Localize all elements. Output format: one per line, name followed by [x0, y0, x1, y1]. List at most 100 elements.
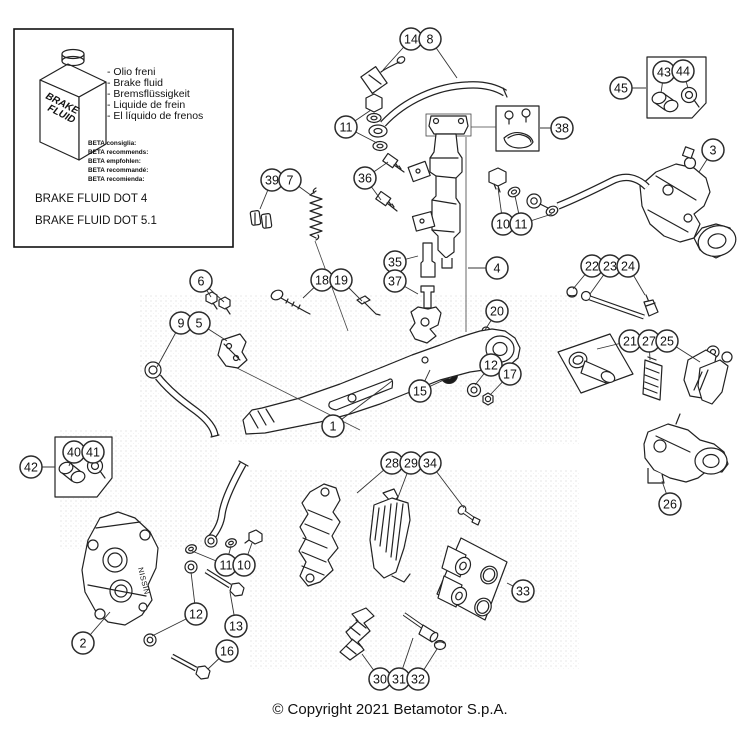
fluid-name: - Brake fluid — [107, 77, 163, 89]
callout-number: 44 — [676, 64, 690, 78]
callout-number: 4 — [494, 261, 501, 275]
callout-number: 25 — [660, 334, 674, 348]
callout-25: 25 — [655, 329, 679, 353]
pin-cap-32 — [433, 639, 447, 651]
callout-number: 9 — [178, 316, 185, 330]
callout-3: 3 — [701, 138, 725, 162]
callout-17: 17 — [498, 362, 522, 386]
pad-pin-31 — [402, 612, 439, 643]
bleed-valve-24 — [643, 294, 659, 317]
front-piston-kit-33 — [436, 537, 508, 621]
caliper-bolt-13 — [204, 568, 245, 597]
fluid-name-list: - Olio freni - Brake fluid - Bremsflüssi… — [107, 66, 203, 122]
callout-number: 35 — [388, 255, 402, 269]
mounting-screws-36 — [375, 152, 405, 212]
callout-number: 12 — [484, 358, 498, 372]
callout-10: 10 — [491, 212, 515, 236]
caliper-bracket-26 — [643, 413, 729, 484]
rear-brake-hose — [380, 81, 508, 127]
callout-number: 6 — [198, 274, 205, 288]
callout-18: 18 — [310, 268, 334, 292]
callout-37: 37 — [383, 269, 407, 293]
callout-number: 23 — [603, 259, 617, 273]
callout-number: 1 — [330, 419, 337, 433]
callout-21: 21 — [618, 329, 642, 353]
callout-19: 19 — [329, 268, 353, 292]
callout-number: 31 — [392, 672, 406, 686]
callout-43: 43 — [652, 60, 676, 84]
pad-spring-30 — [339, 607, 375, 661]
callout-4: 4 — [485, 256, 509, 280]
callout-2: 2 — [71, 631, 95, 655]
brake-pad-29 — [369, 488, 411, 583]
callout-13: 13 — [224, 614, 248, 638]
reservoir-cap-kit-box — [495, 105, 540, 152]
front-washers-12 — [143, 560, 198, 647]
callout-24: 24 — [616, 254, 640, 278]
callout-number: 38 — [555, 121, 569, 135]
rear-piston-kit-21 — [557, 333, 634, 394]
callout-16: 16 — [215, 639, 239, 663]
callout-number: 5 — [196, 316, 203, 330]
bracket-bolts-6 — [205, 291, 231, 315]
callout-11: 11 — [214, 553, 238, 577]
callout-number: 32 — [411, 672, 425, 686]
callout-7: 7 — [278, 168, 302, 192]
callout-number: 19 — [334, 273, 348, 287]
pushrod-assembly — [409, 242, 442, 344]
callout-11: 11 — [334, 115, 358, 139]
callout-15: 15 — [408, 379, 432, 403]
beta-line: BETA empfohlen: — [88, 158, 141, 165]
callout-5: 5 — [187, 311, 211, 335]
callout-number: 2 — [80, 636, 87, 650]
callout-26: 26 — [658, 492, 682, 516]
beta-line: BETA recommends: — [88, 149, 148, 156]
callout-number: 22 — [585, 259, 599, 273]
clevis-pin-19 — [356, 295, 381, 316]
callout-number: 15 — [413, 384, 427, 398]
callout-number: 26 — [663, 497, 677, 511]
callout-number: 42 — [24, 460, 38, 474]
pad-spring-27 — [642, 356, 663, 401]
washer-12-right — [466, 382, 482, 398]
callout-number: 7 — [287, 173, 294, 187]
callout-number: 13 — [229, 619, 243, 633]
fluid-name: - Olio freni — [107, 66, 155, 78]
beta-line: BETA recommandé: — [88, 167, 148, 174]
fluid-name: - Bremsflüssigkeit — [107, 88, 190, 100]
brake-light-switch — [360, 56, 406, 113]
pedal-bolt-18 — [270, 289, 311, 315]
callout-31: 31 — [387, 667, 411, 691]
rear-brake-pads-25 — [683, 345, 733, 405]
slide-pin-23 — [580, 290, 645, 320]
nut-17 — [482, 392, 494, 406]
callout-number: 11 — [515, 217, 528, 231]
front-hose-9 — [144, 361, 220, 438]
callout-number: 8 — [427, 32, 434, 46]
callout-number: 30 — [373, 672, 387, 686]
beta-line: BETA consiglia: — [88, 140, 136, 147]
return-spring — [309, 187, 323, 241]
callout-44: 44 — [671, 59, 695, 83]
callout-36: 36 — [353, 166, 377, 190]
brake-fluid-bottle: BRAKE FLUID — [39, 48, 107, 161]
callout-22: 22 — [580, 254, 604, 278]
callout-9: 9 — [169, 311, 193, 335]
callout-number: 21 — [623, 334, 637, 348]
rear-hose-fittings — [488, 167, 650, 217]
callout-number: 16 — [220, 644, 234, 658]
callout-number: 36 — [358, 171, 372, 185]
callout-number: 29 — [404, 456, 418, 470]
spring-clip-39 — [249, 210, 273, 229]
callout-number: 43 — [657, 65, 671, 79]
callout-number: 40 — [67, 445, 81, 459]
callout-number: 27 — [642, 334, 656, 348]
callout-1: 1 — [321, 414, 345, 438]
caliper-bolt-16 — [170, 653, 211, 680]
callout-number: 14 — [404, 32, 418, 46]
callout-number: 20 — [490, 304, 504, 318]
callout-32: 32 — [406, 667, 430, 691]
